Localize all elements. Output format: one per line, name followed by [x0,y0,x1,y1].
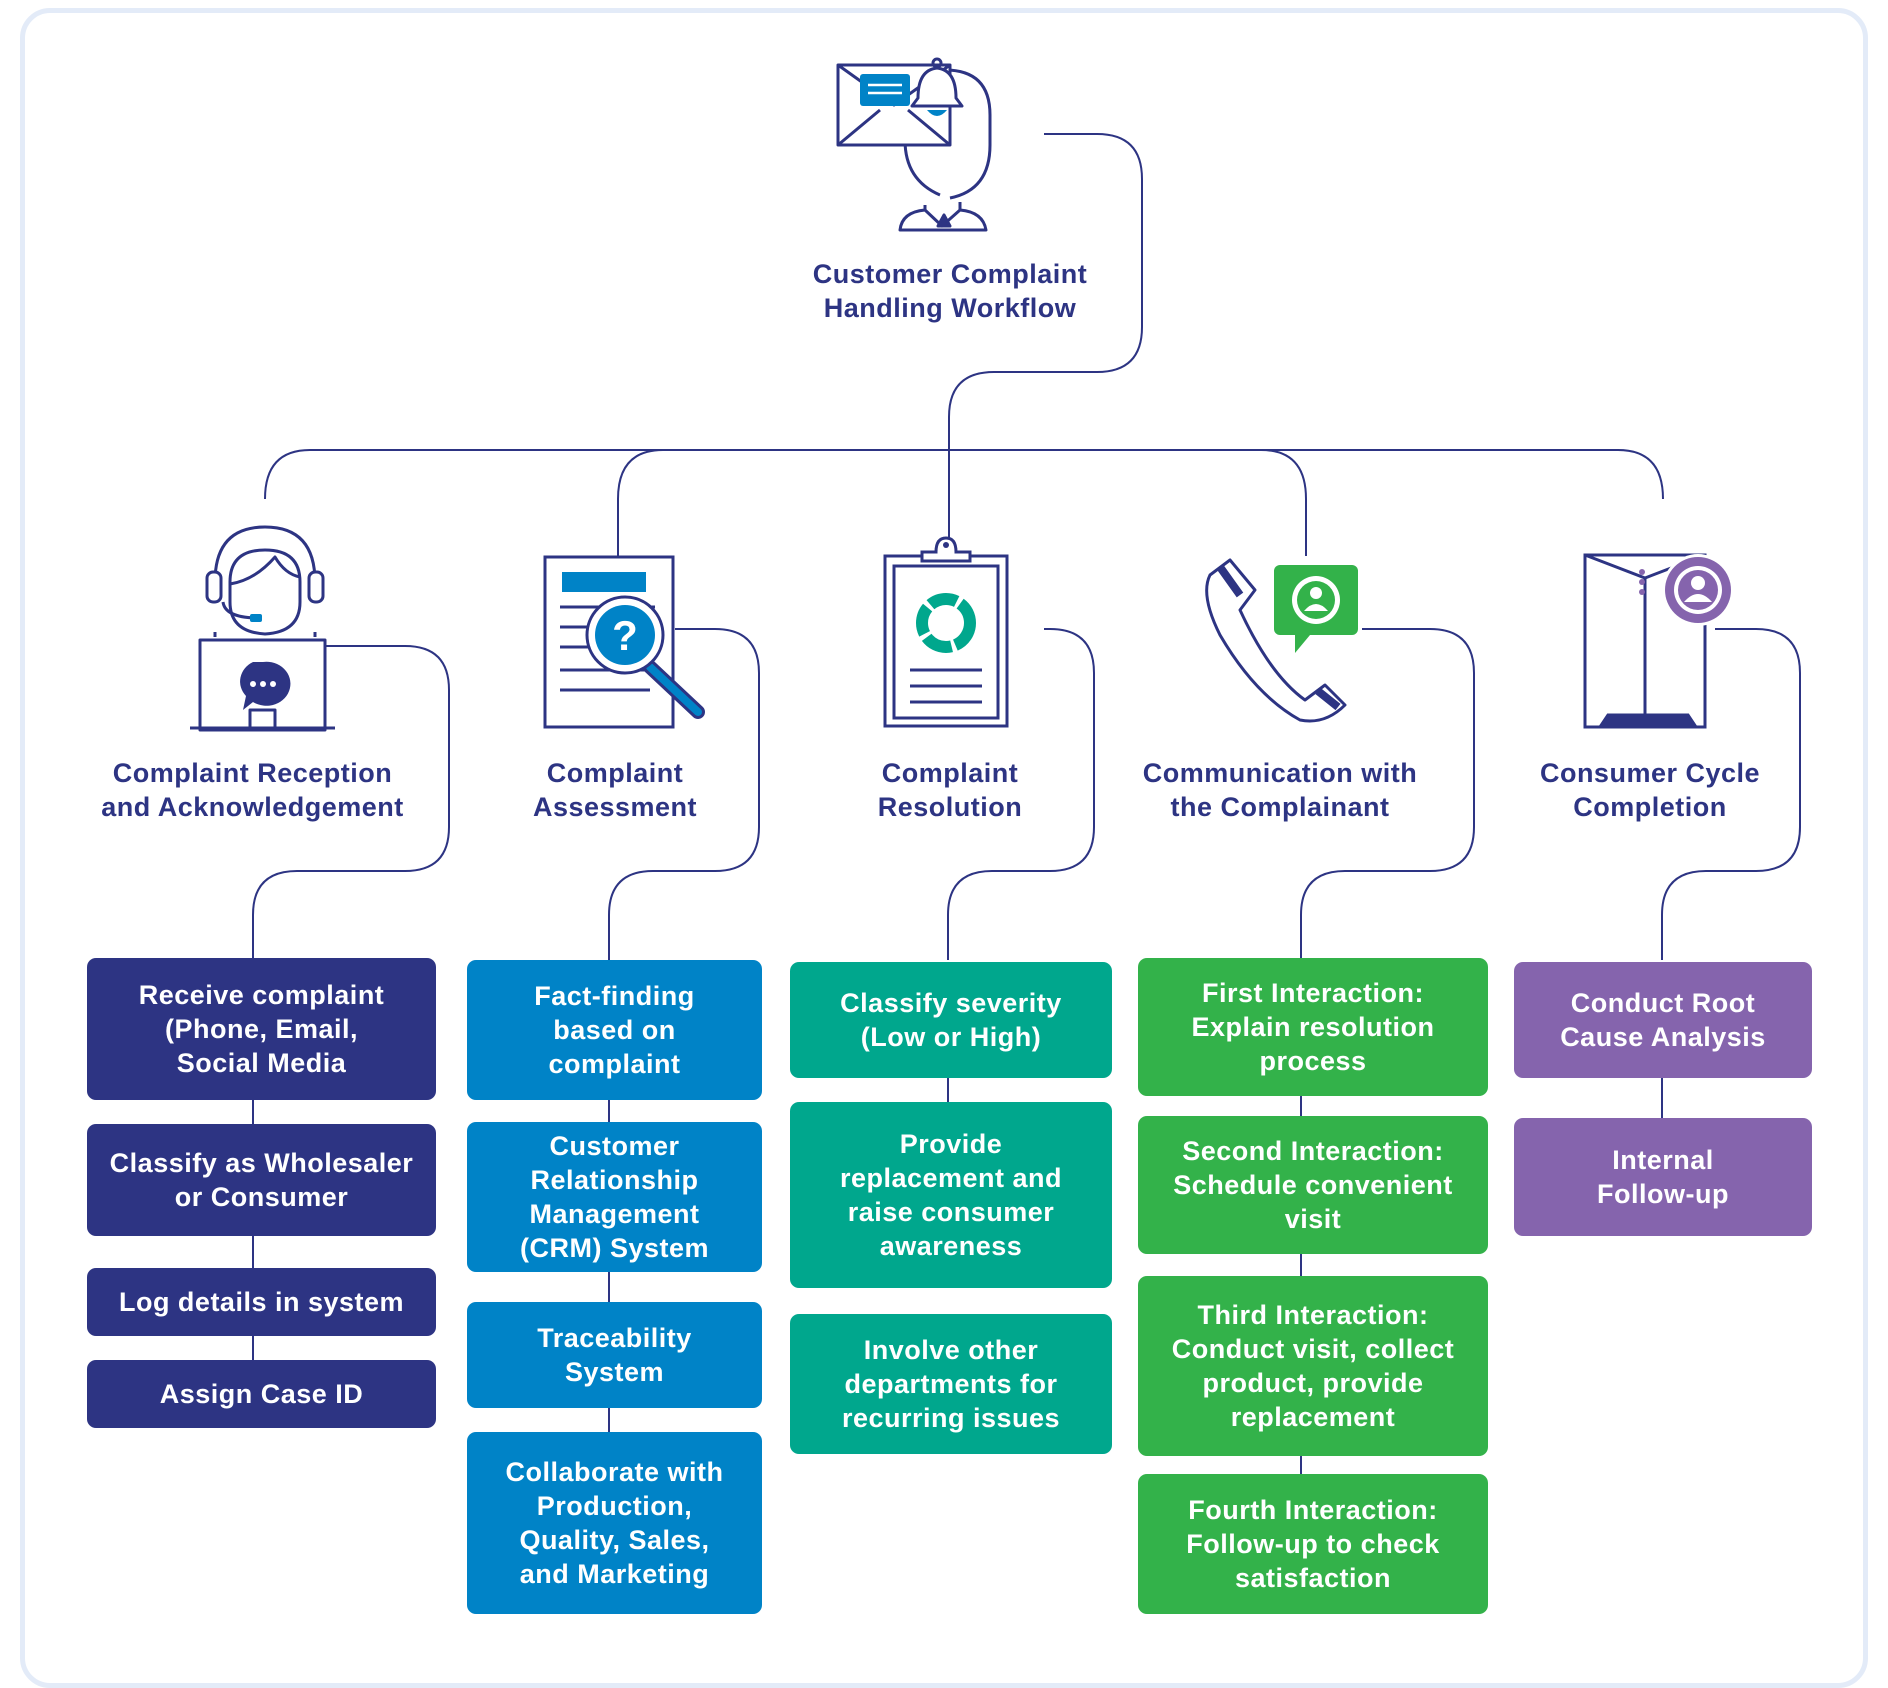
step-involve-departments: Involve other departments for recurring … [790,1314,1112,1454]
step-collaborate: Collaborate with Production, Quality, Sa… [467,1432,762,1614]
step-third-interaction: Third Interaction: Conduct visit, collec… [1138,1276,1488,1456]
col3-connector [947,628,1095,960]
column-bus [264,449,1664,500]
col5-connector [1661,628,1801,960]
step-classify-wholesaler: Classify as Wholesaler or Consumer [87,1124,436,1236]
col2-connector [608,628,760,960]
step-assign-case-id: Assign Case ID [87,1360,436,1428]
step-traceability-system: Traceability System [467,1302,762,1408]
column-title-assessment: Complaint Assessment [532,758,698,822]
step-first-interaction: First Interaction: Explain resolution pr… [1138,958,1488,1096]
headset-agent-laptop-icon [185,522,340,732]
column-title-communication: Communication with the Complainant [1142,758,1418,822]
step-fact-finding: Fact-finding based on complaint [467,960,762,1100]
step-crm-system: Customer Relationship Management (CRM) S… [467,1122,762,1272]
title-connector [948,133,1143,555]
branch-col4 [1260,449,1307,556]
col4-connector [1300,628,1475,958]
step-internal-follow-up: Internal Follow-up [1514,1118,1812,1236]
step-root-cause-analysis: Conduct Root Cause Analysis [1514,962,1812,1078]
document-magnifier-question-icon: ? [540,552,710,732]
col1-connector [252,645,450,958]
column-title-completion: Consumer Cycle Completion [1539,758,1761,822]
column-title-resolution: Complaint Resolution [877,758,1023,822]
step-provide-replacement: Provide replacement and raise consumer a… [790,1102,1112,1288]
envelope-user-icon [1580,550,1740,735]
step-receive-complaint: Receive complaint (Phone, Email, Social … [87,958,436,1100]
svg-text:?: ? [612,612,638,659]
diagram-title: Customer Complaint Handling Workflow [812,259,1088,323]
phone-chat-user-icon [1200,555,1365,725]
envelope-bell-woman-icon [830,30,1050,235]
step-fourth-interaction: Fourth Interaction: Follow-up to check s… [1138,1474,1488,1614]
column-title-reception: Complaint Reception and Acknowledgement [101,758,404,822]
clipboard-chart-icon [880,536,1010,731]
step-second-interaction: Second Interaction: Schedule convenient … [1138,1116,1488,1254]
branch-col2 [617,449,664,556]
step-log-details: Log details in system [87,1268,436,1336]
step-classify-severity: Classify severity (Low or High) [790,962,1112,1078]
